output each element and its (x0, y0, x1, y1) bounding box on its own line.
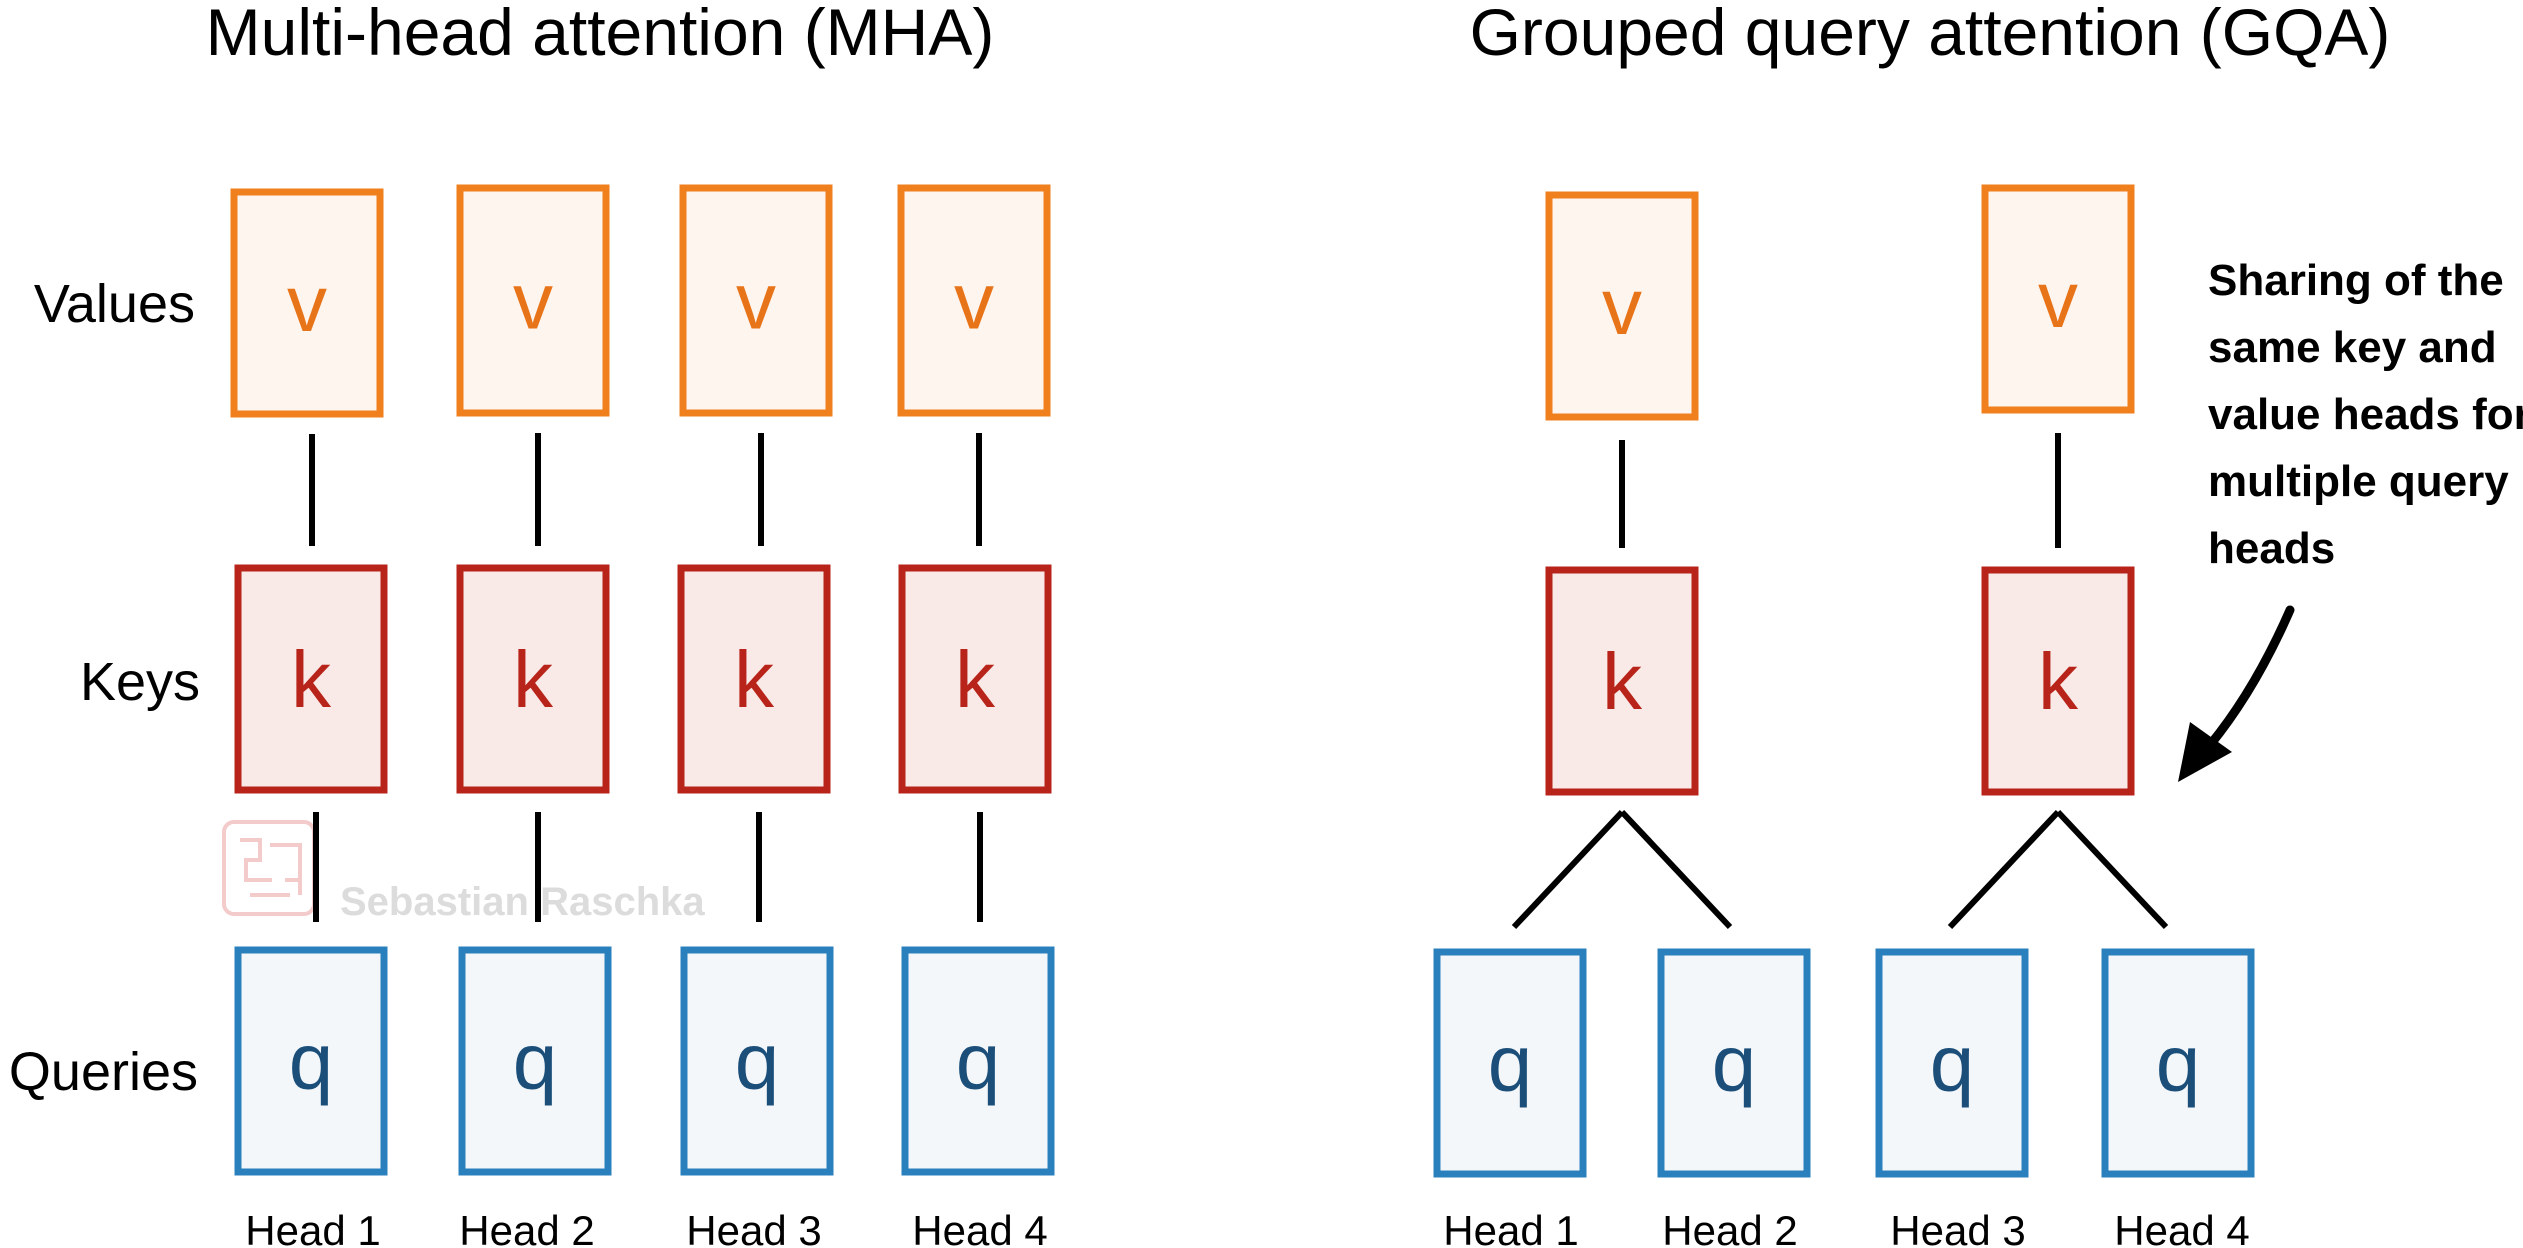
mha-key-head-1-letter: k (291, 635, 332, 724)
mha-value-head-2-rect (456, 184, 610, 417)
watermark: Sebastian Raschka (222, 820, 705, 924)
mha-head-label-1: Head 1 (245, 1207, 380, 1248)
annotation-line-2: same key and (2208, 323, 2497, 372)
watermark-logo-icon (222, 820, 316, 916)
keys-row-label: Keys (80, 652, 200, 712)
annotation-line-1: Sharing of the (2208, 256, 2504, 305)
gqa-query-head-4-letter: q (2156, 1019, 2201, 1108)
gqa-title: Grouped query attention (GQA) (1470, 0, 2391, 69)
gqa-k-to-q-left-1 (1511, 809, 1625, 930)
mha-key-head-2-rect (456, 564, 610, 794)
mha-title: Multi-head attention (MHA) (206, 0, 995, 69)
annotation-line-3: value heads for (2208, 390, 2523, 439)
mha-value-head-3: v (679, 184, 833, 417)
mha-value-head-4: v (897, 184, 1051, 417)
mha-query-head-1-letter: q (289, 1017, 334, 1106)
gqa-value-group-1-rect (1545, 191, 1699, 421)
gqa-value-group-2-letter: v (2038, 255, 2078, 344)
gqa-key-group-1: k (1545, 566, 1699, 796)
gqa-query-head-4-rect (2101, 948, 2255, 1178)
gqa-key-group-2: k (1981, 566, 2135, 796)
mha-query-head-2-rect (458, 946, 612, 1176)
annotation-arrow-icon (2178, 605, 2295, 782)
mha-value-head-2: v (456, 184, 610, 417)
mha-key-head-2-letter: k (513, 635, 554, 724)
mha-value-head-1-rect (230, 188, 384, 418)
mha-value-head-1-letter: v (287, 259, 327, 348)
annotation-line-4: multiple query (2208, 457, 2509, 506)
mha-value-head-3-rect (679, 184, 833, 417)
mha-key-head-4: k (898, 564, 1052, 794)
mha-value-head-4-rect (897, 184, 1051, 417)
gqa-query-head-2: q (1657, 948, 1811, 1178)
gqa-query-head-3-letter: q (1930, 1019, 1975, 1108)
gqa-value-group-2-rect (1981, 184, 2135, 414)
mha-head-label-3: Head 3 (686, 1207, 821, 1248)
mha-key-head-4-letter: k (955, 635, 996, 724)
mha-head-label-4: Head 4 (912, 1207, 1047, 1248)
mha-query-head-3: q (680, 946, 834, 1176)
mha-value-head-3-letter: v (736, 257, 776, 346)
gqa-value-group-2: v (1981, 184, 2135, 414)
gqa-head-label-1: Head 1 (1443, 1207, 1578, 1248)
gqa-head-label-4: Head 4 (2114, 1207, 2249, 1248)
mha-key-head-1-rect (234, 564, 388, 794)
gqa-value-group-1-letter: v (1602, 262, 1642, 351)
mha-query-head-1-rect (234, 946, 388, 1176)
gqa-k-to-q-right-1 (1619, 809, 1733, 930)
mha-key-head-3-rect (677, 564, 831, 794)
mha-head-label-2: Head 2 (459, 1207, 594, 1248)
mha-query-head-4-rect (901, 946, 1055, 1176)
sharing-annotation: Sharing of the same key and value heads … (2178, 256, 2523, 782)
mha-key-head-3-letter: k (734, 635, 775, 724)
gqa-query-head-3-rect (1875, 948, 2029, 1178)
gqa-query-head-2-letter: q (1712, 1019, 1757, 1108)
annotation-line-5: heads (2208, 524, 2335, 573)
queries-row-label: Queries (9, 1042, 198, 1102)
mha-query-head-4: q (901, 946, 1055, 1176)
mha-key-head-3: k (677, 564, 831, 794)
gqa-query-head-1: q (1433, 948, 1587, 1178)
mha-query-head-3-letter: q (735, 1017, 780, 1106)
mha-key-head-2: k (456, 564, 610, 794)
mha-value-head-2-letter: v (513, 257, 553, 346)
mha-query-head-2-letter: q (513, 1017, 558, 1106)
gqa-head-label-3: Head 3 (1890, 1207, 2025, 1248)
mha-query-head-1: q (234, 946, 388, 1176)
mha-query-head-4-letter: q (956, 1017, 1001, 1106)
gqa-key-group-1-rect (1545, 566, 1699, 796)
watermark-text: Sebastian Raschka (340, 880, 705, 924)
mha-key-head-4-rect (898, 564, 1052, 794)
gqa-query-head-2-rect (1657, 948, 1811, 1178)
gqa-query-head-4: q (2101, 948, 2255, 1178)
gqa-query-head-1-rect (1433, 948, 1587, 1178)
mha-value-head-1: v (230, 188, 384, 418)
gqa-value-group-1: v (1545, 191, 1699, 421)
gqa-key-group-2-rect (1981, 566, 2135, 796)
mha-query-head-3-rect (680, 946, 834, 1176)
gqa-query-head-3: q (1875, 948, 2029, 1178)
gqa-query-head-1-letter: q (1488, 1019, 1533, 1108)
values-row-label: Values (34, 274, 195, 334)
gqa-key-group-1-letter: k (1602, 637, 1643, 726)
mha-value-head-4-letter: v (954, 257, 994, 346)
gqa-key-group-2-letter: k (2038, 637, 2079, 726)
gqa-k-to-q-right-2 (2055, 809, 2169, 930)
mha-key-head-1: k (234, 564, 388, 794)
gqa-head-label-2: Head 2 (1662, 1207, 1797, 1248)
mha-query-head-2: q (458, 946, 612, 1176)
gqa-k-to-q-left-2 (1947, 809, 2061, 930)
